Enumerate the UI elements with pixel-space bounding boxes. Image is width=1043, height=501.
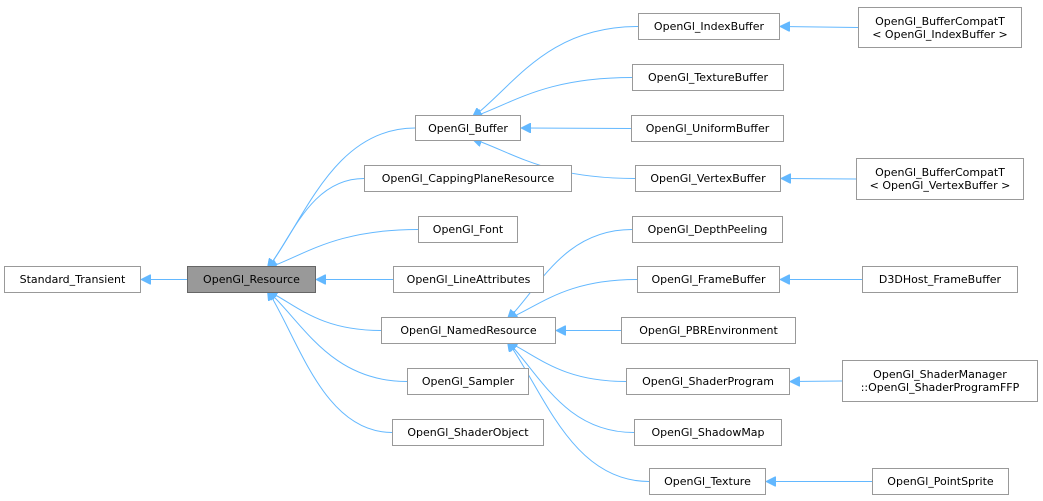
node-label-line1: OpenGl_BufferCompatT: [875, 14, 1005, 28]
node-opengl-uniformbuffer[interactable]: OpenGl_UniformBuffer: [631, 115, 784, 142]
node-label: OpenGl_FrameBuffer: [651, 273, 766, 286]
edge-opengl_indexbuffer-to-opengl_buffer: [473, 26, 639, 118]
node-label: OpenGl_CappingPlaneResource: [381, 172, 555, 185]
node-label: OpenGl_ShaderProgram: [642, 375, 774, 388]
edge-opengl_sampler-to-opengl_resource: [268, 291, 408, 382]
node-opengl-font[interactable]: OpenGl_Font: [418, 216, 518, 243]
node-label: D3DHost_FrameBuffer: [878, 273, 1002, 286]
node-label-line1: OpenGl_ShaderManager: [873, 368, 1007, 381]
edge-opengl_cappingplaneresource-to-opengl_resource: [268, 178, 365, 269]
node-opengl-shaderprogramffp[interactable]: OpenGl_ShaderManager ::OpenGl_ShaderProg…: [842, 360, 1038, 402]
node-d3dhost-framebuffer[interactable]: D3DHost_FrameBuffer: [862, 266, 1018, 293]
node-opengl-lineattributes[interactable]: OpenGl_LineAttributes: [393, 266, 544, 293]
node-opengl-texturebuffer[interactable]: OpenGl_TextureBuffer: [632, 64, 784, 91]
node-label: Standard_Transient: [19, 273, 126, 286]
edge-opengl_shaderprogramffp-to-opengl_shaderprogram: [791, 381, 843, 382]
node-label: OpenGl_ShaderObject: [407, 426, 529, 439]
node-opengl-namedresource[interactable]: OpenGl_NamedResource: [381, 317, 556, 344]
node-opengl-buffer[interactable]: OpenGl_Buffer: [415, 115, 521, 141]
node-label: OpenGl_LineAttributes: [406, 273, 531, 286]
node-opengl-buffercompat-indexbuffer[interactable]: OpenGl_BufferCompatT < OpenGl_IndexBuffe…: [858, 7, 1022, 48]
node-opengl-shaderprogram[interactable]: OpenGl_ShaderProgram: [626, 368, 790, 395]
edge-opengl_vertexbuffer-to-opengl_buffer: [473, 139, 636, 179]
node-label: OpenGl_PBREnvironment: [639, 324, 778, 337]
edge-opengl_buffer-to-opengl_resource: [268, 127, 416, 268]
edge-opengl_shaderobject-to-opengl_resource: [268, 291, 393, 433]
edge-opengl_depthpeeling-to-opengl_namedresource: [508, 229, 633, 320]
node-label: OpenGl_VertexBuffer: [650, 172, 766, 185]
node-opengl-sampler[interactable]: OpenGl_Sampler: [407, 368, 529, 395]
node-label: OpenGl_DepthPeeling: [647, 223, 768, 236]
node-opengl-shadowmap[interactable]: OpenGl_ShadowMap: [634, 419, 782, 446]
node-label-line2: < OpenGl_IndexBuffer >: [872, 27, 1008, 41]
node-opengl-cappingplaneresource[interactable]: OpenGl_CappingPlaneResource: [364, 165, 572, 192]
node-label: OpenGl_NamedResource: [400, 324, 537, 337]
node-opengl-resource: OpenGl_Resource: [187, 266, 316, 293]
edge-opengl_font-to-opengl_resource: [268, 229, 419, 269]
edge-opengl_framebuffer-to-opengl_namedresource: [508, 279, 638, 320]
node-label: OpenGl_Sampler: [421, 375, 515, 388]
edge-opengl_namedresource-to-opengl_resource: [268, 291, 382, 331]
edge-opengl_texture-to-opengl_namedresource: [508, 342, 650, 482]
node-opengl-depthpeeling[interactable]: OpenGl_DepthPeeling: [632, 216, 783, 243]
node-label: OpenGl_Texture: [664, 475, 751, 488]
edge-opengl_texturebuffer-to-opengl_buffer: [473, 77, 633, 118]
node-label: OpenGl_Buffer: [428, 121, 508, 135]
node-label: OpenGl_Resource: [203, 273, 300, 286]
node-label-line2: < OpenGl_VertexBuffer >: [869, 179, 1011, 192]
edge-opengl_buffercompat_vertex-to-opengl_vertexbuffer: [782, 179, 857, 180]
node-label: OpenGl_IndexBuffer: [653, 20, 765, 33]
node-opengl-pbrenvironment[interactable]: OpenGl_PBREnvironment: [621, 317, 796, 344]
node-opengl-framebuffer[interactable]: OpenGl_FrameBuffer: [637, 266, 780, 293]
node-label: OpenGl_PointSprite: [887, 475, 994, 488]
edge-opengl_buffercompat_index-to-opengl_indexbuffer: [781, 27, 859, 28]
node-standard-transient[interactable]: Standard_Transient: [4, 266, 141, 293]
node-opengl-pointsprite[interactable]: OpenGl_PointSprite: [872, 468, 1009, 495]
node-opengl-indexbuffer[interactable]: OpenGl_IndexBuffer: [638, 13, 780, 40]
node-label: OpenGl_Font: [432, 223, 504, 236]
node-label: OpenGl_UniformBuffer: [645, 122, 770, 135]
edge-opengl_uniformbuffer-to-opengl_buffer: [522, 128, 632, 129]
edge-opengl_shadowmap-to-opengl_namedresource: [508, 342, 635, 433]
node-opengl-shaderobject[interactable]: OpenGl_ShaderObject: [392, 419, 544, 446]
node-label: OpenGl_TextureBuffer: [647, 71, 769, 84]
node-opengl-buffercompat-vertexbuffer[interactable]: OpenGl_BufferCompatT < OpenGl_VertexBuff…: [856, 158, 1024, 200]
node-opengl-vertexbuffer[interactable]: OpenGl_VertexBuffer: [635, 165, 781, 192]
node-label-line2: ::OpenGl_ShaderProgramFFP: [860, 381, 1020, 394]
node-label-line1: OpenGl_BufferCompatT: [875, 166, 1005, 179]
node-opengl-texture[interactable]: OpenGl_Texture: [649, 468, 766, 495]
node-label: OpenGl_ShadowMap: [651, 426, 765, 439]
